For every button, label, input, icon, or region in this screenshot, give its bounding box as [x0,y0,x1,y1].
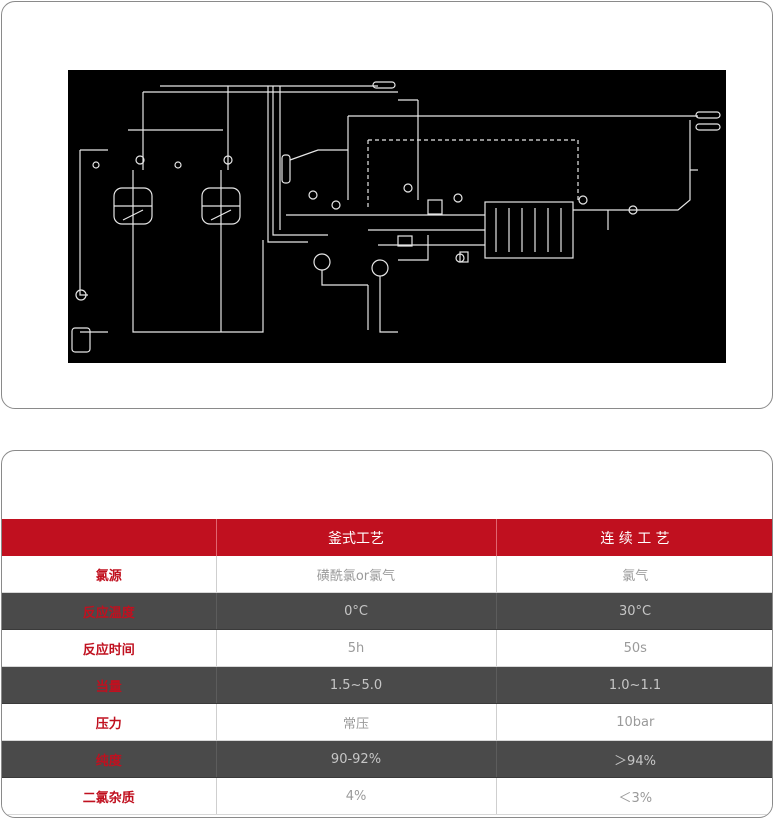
reactor-vessel-2 [201,170,241,230]
table-row: 反应时间 5h 50s [2,629,772,667]
batch-value: 0°C [216,592,497,630]
row-label: 二氯杂质 [2,777,217,815]
batch-value: 常压 [216,703,497,741]
row-label: 氯源 [2,556,217,593]
batch-value: 磺酰氯or氯气 [216,556,497,593]
pid-schematic [71,81,721,353]
batch-value: 90-92% [216,740,497,778]
table-row: 压力 常压 10bar [2,703,772,741]
batch-value: 5h [216,629,497,667]
continuous-value: 10bar [496,703,772,741]
row-label: 纯度 [2,740,217,778]
process-flow-diagram [68,70,726,363]
comparison-card: 釜式工艺 连 续 工 艺 氯源 磺酰氯or氯气 氯气 反应温度 0°C 30°C… [1,450,773,818]
diagram-card [1,1,773,409]
continuous-value: 氯气 [496,556,772,593]
reactor-vessel-1 [113,170,153,230]
table-row: 当量 1.5~5.0 1.0~1.1 [2,666,772,704]
batch-value: 1.5~5.0 [216,666,497,704]
continuous-value: 1.0~1.1 [496,666,772,704]
process-comparison-table: 釜式工艺 连 续 工 艺 氯源 磺酰氯or氯气 氯气 反应温度 0°C 30°C… [2,519,772,815]
row-label: 反应温度 [2,592,217,630]
header-batch: 釜式工艺 [216,519,497,556]
batch-value: 4% [216,777,497,815]
row-label: 反应时间 [2,629,217,667]
continuous-value: 30°C [496,592,772,630]
header-blank [2,519,217,556]
continuous-value: ＞94% [496,740,772,778]
table-header-row: 釜式工艺 连 续 工 艺 [2,519,772,556]
table-row: 反应温度 0°C 30°C [2,592,772,630]
row-label: 当量 [2,666,217,704]
continuous-value: ＜3% [496,777,772,815]
table-row: 氯源 磺酰氯or氯气 氯气 [2,556,772,593]
table-row: 二氯杂质 4% ＜3% [2,777,772,815]
continuous-value: 50s [496,629,772,667]
header-continuous: 连 续 工 艺 [496,519,772,556]
table-row: 纯度 90-92% ＞94% [2,740,772,778]
continuous-reactor-module [484,201,574,259]
row-label: 压力 [2,703,217,741]
